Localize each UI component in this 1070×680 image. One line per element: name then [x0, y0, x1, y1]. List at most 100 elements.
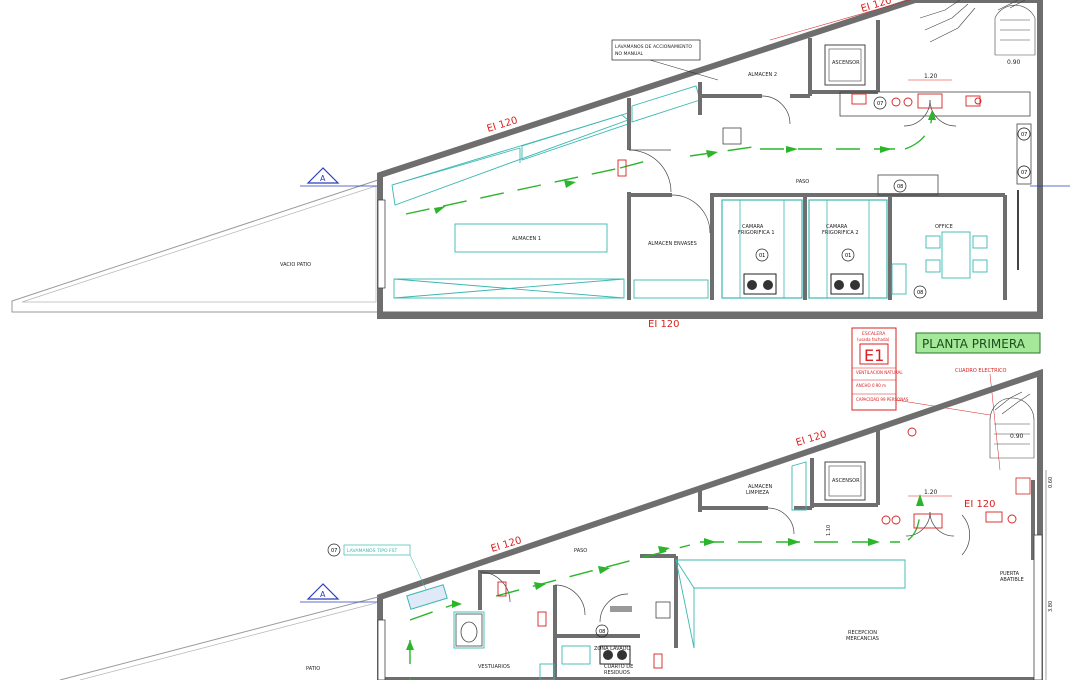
svg-text:07: 07 [331, 548, 337, 554]
camara-frigorifica-2: CAMARA FRIGORIFICA 2 [808, 199, 888, 299]
svg-text:08: 08 [917, 290, 923, 296]
section-marker-a-lower: A [300, 583, 378, 603]
ei-label-upper-bottom: EI 120 [648, 319, 680, 330]
svg-text:A: A [320, 590, 326, 599]
paso-label-upper: PASO [796, 179, 809, 185]
vestuarios-toilet [455, 613, 483, 647]
svg-text:NO MANUAL: NO MANUAL [615, 51, 644, 57]
dim-side-2-lower: 3.80 [1048, 601, 1054, 612]
upper-floor-plan: VACIO PATIO A ALMACEN 1 [11, 0, 1070, 330]
puerta-abatible-label-2: ABATIBLE [1000, 577, 1024, 583]
lower-interior-walls [478, 430, 1035, 680]
svg-text:07: 07 [1021, 132, 1027, 138]
svg-text:ASCENSOR: ASCENSOR [832, 478, 860, 484]
upper-left-window [377, 199, 386, 289]
lower-tag-08-ring [595, 624, 609, 638]
cuarto-residuos-bins [599, 645, 631, 665]
svg-text:07: 07 [877, 101, 883, 107]
vacio-patio-outline [11, 179, 379, 313]
lower-right-window [1033, 534, 1043, 680]
ei-label-lower-right: EI 120 [964, 499, 996, 510]
camara-frigorifica-1: CAMARA FRIGORIFICA 1 [721, 199, 803, 299]
cuadro-electrico-label: CUADRO ELECTRICO [955, 368, 1007, 374]
recepcion-label-2: MERCANCIAS [846, 636, 879, 642]
svg-text:(usada fachada): (usada fachada) [857, 337, 890, 342]
lower-left-patio-inner [79, 602, 377, 680]
upper-counter [877, 174, 939, 196]
almacen-envases-label: ALMACEN ENVASES [648, 241, 697, 247]
upper-sanitary-counter [839, 91, 1031, 117]
almacen-envases-shelf [633, 279, 709, 299]
planta-primera-title-box [915, 332, 1041, 354]
stair-width-lower: 0.90 [1010, 433, 1024, 440]
svg-text:07: 07 [1021, 170, 1027, 176]
upper-outer-wall [377, 0, 1043, 319]
svg-text:08: 08 [897, 184, 903, 190]
almacen-limpieza-label-2: LIMPIEZA [746, 490, 770, 496]
office-label: OFFICE [935, 224, 953, 230]
lower-lavamanos-unit [406, 584, 448, 610]
lower-fire-equipment [497, 427, 1017, 669]
almacen-limpieza-label-1: ALMACEN [748, 484, 773, 490]
dim-side-1-lower: 0.60 [1048, 477, 1054, 488]
almacen-2-sink [722, 127, 742, 145]
vacio-patio-inner [21, 185, 377, 303]
upper-evacuation-route [405, 115, 933, 215]
svg-text:VENTILACION NATURAL: VENTILACION NATURAL [856, 370, 903, 375]
svg-text:LAVAMANOS DE ACCIONAMIENTO: LAVAMANOS DE ACCIONAMIENTO [615, 44, 692, 50]
lower-evacuation-route [409, 497, 921, 680]
stairs-lower [989, 391, 1035, 459]
zona-lavado-sink [610, 606, 632, 612]
svg-text:ASCENSOR: ASCENSOR [832, 60, 860, 66]
upper-equipment-tags: 07 08 01 01 07 07 08 [755, 96, 1031, 299]
almacen-1-label: ALMACEN 1 [512, 236, 541, 242]
stair-width-upper: 0.90 [1007, 59, 1021, 66]
dim-width-lower: 1.20 [924, 489, 938, 496]
svg-text:CAMARA: CAMARA [826, 224, 848, 230]
office-furniture [891, 231, 988, 295]
svg-text:FRIGORIFICA 2: FRIGORIFICA 2 [822, 230, 859, 236]
lower-shelving [453, 461, 906, 680]
vestuarios-label: VESTUARIOS [478, 664, 510, 670]
svg-text:A: A [320, 174, 326, 183]
upper-interior-walls [627, 20, 1007, 300]
lower-left-window [377, 619, 386, 680]
almacen-1-table [454, 223, 608, 253]
svg-text:CAPACIDAD 99 PERSONAS: CAPACIDAD 99 PERSONAS [856, 397, 909, 402]
svg-text:ESCALERA: ESCALERA [862, 331, 886, 337]
ascensor-lower: ASCENSOR [824, 461, 866, 501]
almacen-2-label: ALMACEN 2 [748, 72, 777, 78]
section-marker-a-upper: A [300, 167, 378, 187]
patio-label: PATIO [306, 666, 320, 672]
puerta-abatible-label-1: PUERTA [1000, 571, 1020, 577]
svg-text:CAMARA: CAMARA [742, 224, 764, 230]
lower-evacuation-arrowheads [406, 494, 924, 650]
cuarto-residuos-label-1: CUARTO DE [604, 664, 633, 670]
lower-door-swings [479, 507, 970, 623]
dim-small-lower: 1.10 [826, 525, 832, 536]
lower-floor-plan: PLANTA PRIMERA ESCALERA (usada fachada) … [59, 327, 1054, 680]
recepcion-label-1: RECEPCION [848, 630, 877, 636]
exit-sign-e1: ESCALERA (usada fachada) E1 VENTILACION … [851, 327, 991, 416]
callout-lavamanos: LAVAMANOS DE ACCIONAMIENTO NO MANUAL [611, 39, 719, 81]
upper-fire-equipment [617, 93, 982, 177]
zona-lavado-fixture [655, 601, 671, 619]
lower-left-patio-wall [59, 596, 379, 680]
vacio-patio-label: VACIO PATIO [280, 262, 311, 268]
dim-width-upper: 1.20 [924, 73, 938, 80]
paso-label-lower: PASO [574, 548, 587, 554]
stair-landing-lower [1015, 477, 1031, 495]
planta-primera-title: PLANTA PRIMERA [922, 337, 1026, 351]
upper-door-swings [628, 95, 957, 234]
callout-lavamanos-fst: 07 LAVAMANOS TIPO FST [327, 543, 431, 599]
cuarto-residuos-label-2: RESIDUOS [604, 670, 630, 676]
lower-tag-08: 08 [599, 629, 605, 635]
svg-text:FRIGORIFICA 1: FRIGORIFICA 1 [738, 230, 775, 236]
svg-text:ANCHO 0.90 m: ANCHO 0.90 m [856, 383, 886, 388]
lower-outer-wall [377, 368, 1043, 680]
zona-lavado-label: ZONA LAVADO [594, 646, 630, 652]
svg-text:E1: E1 [864, 346, 884, 365]
svg-text:01: 01 [759, 253, 765, 259]
ascensor-upper: ASCENSOR [824, 44, 866, 86]
